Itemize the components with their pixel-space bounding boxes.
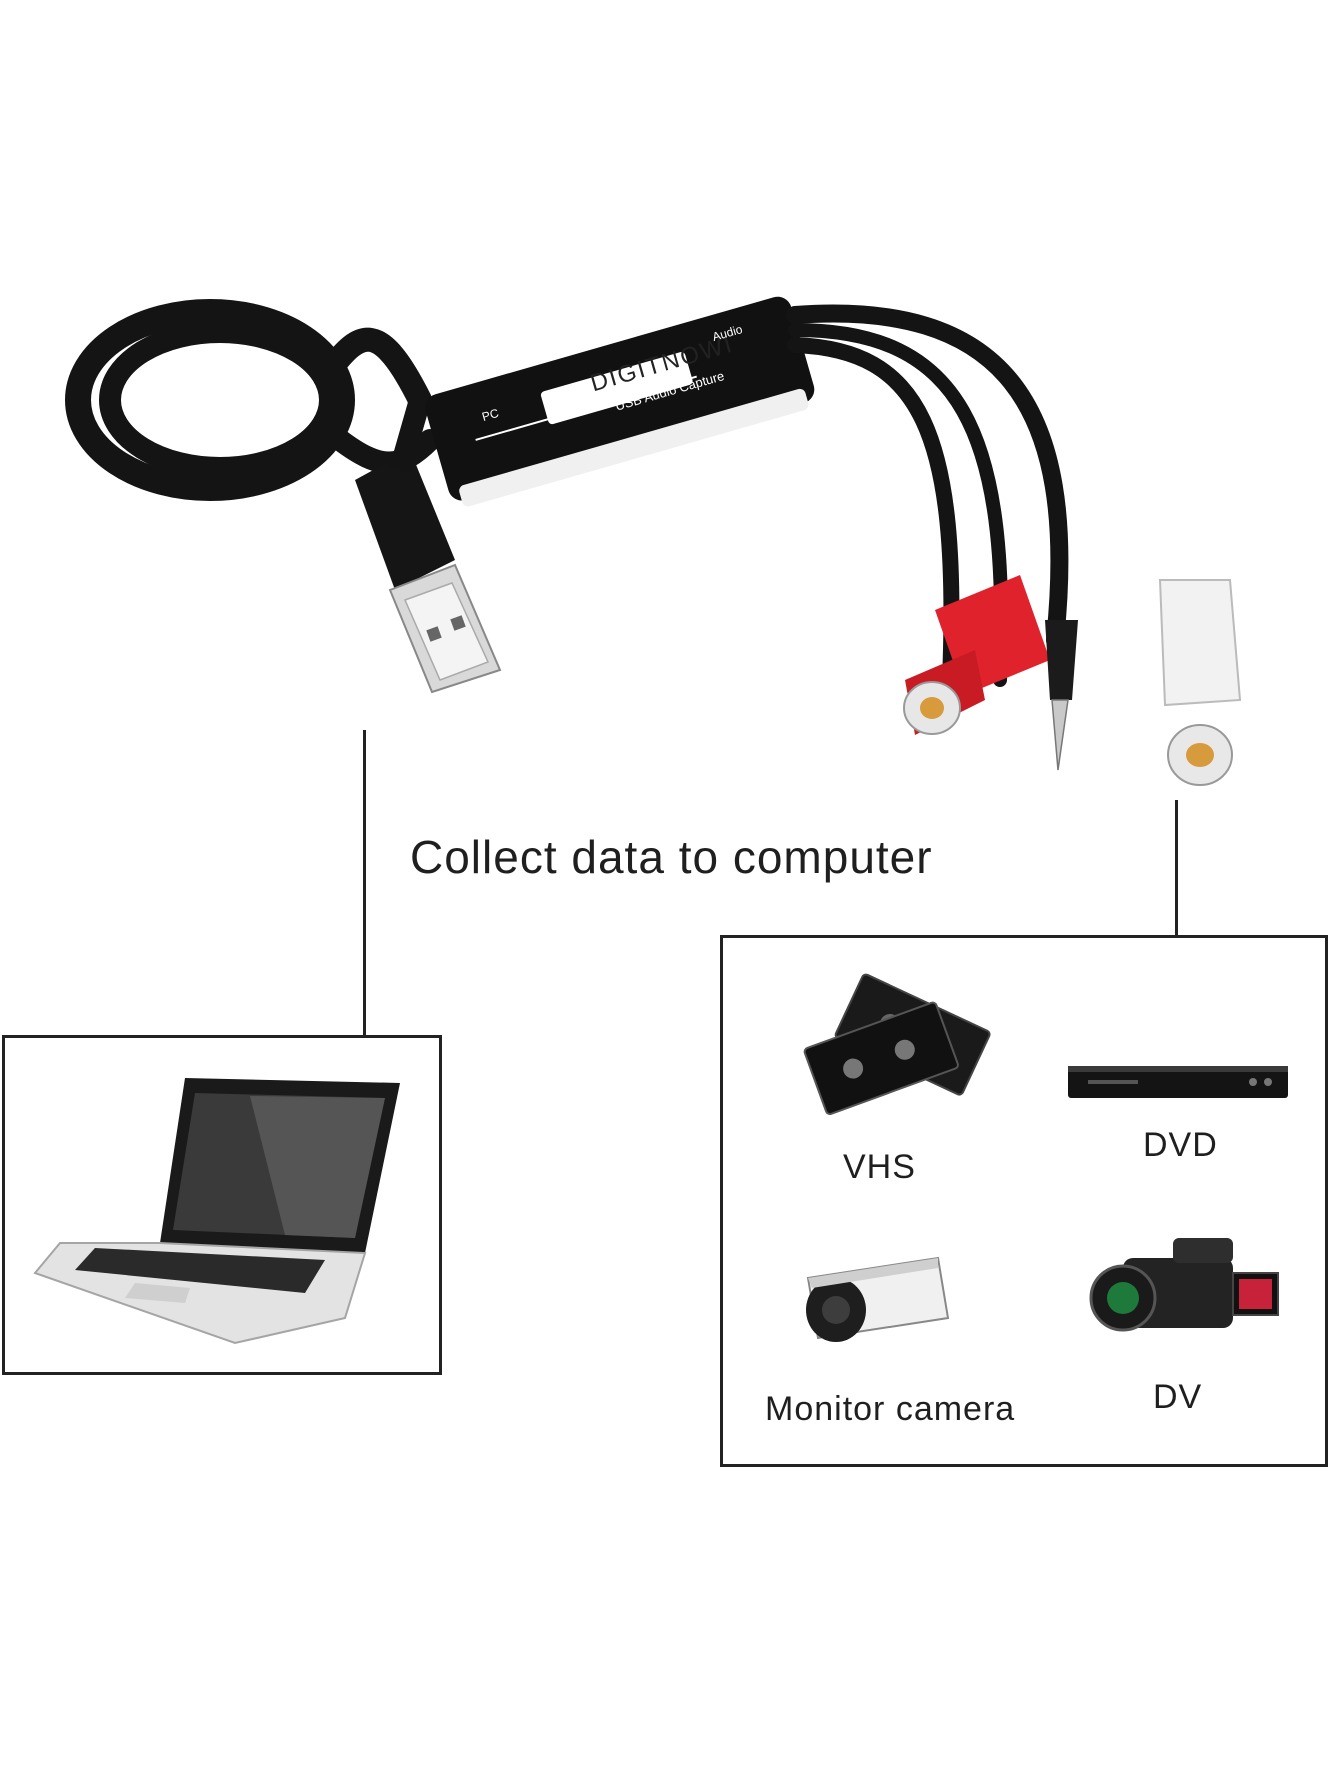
source-label-dv: DV: [1153, 1378, 1203, 1416]
computer-box: [2, 1035, 442, 1375]
source-label-monitor-camera: Monitor camera: [765, 1390, 1016, 1428]
rca-red-jack: [903, 575, 1050, 735]
dvd-player-icon: [1068, 1066, 1288, 1098]
sources-box: VHS DVD Monitor camera DV: [720, 935, 1328, 1467]
vhs-tape-icon: [803, 973, 991, 1116]
product-illustration: [65, 296, 1242, 786]
usb-plug: [355, 450, 502, 694]
headline: Collect data to computer: [410, 831, 933, 883]
connector-line-sources: [1175, 800, 1178, 935]
security-camera-icon: [806, 1256, 950, 1342]
cable-coil: [65, 299, 441, 501]
laptop-icon: [33, 1078, 400, 1345]
connector-line-computer: [363, 730, 366, 1035]
aux-jack: [1045, 620, 1078, 771]
source-label-dvd: DVD: [1143, 1126, 1218, 1164]
source-label-vhs: VHS: [843, 1148, 916, 1186]
camcorder-icon: [1089, 1238, 1279, 1332]
rca-white-jack: [1158, 579, 1242, 786]
usb-audio-adapter: [425, 296, 815, 507]
